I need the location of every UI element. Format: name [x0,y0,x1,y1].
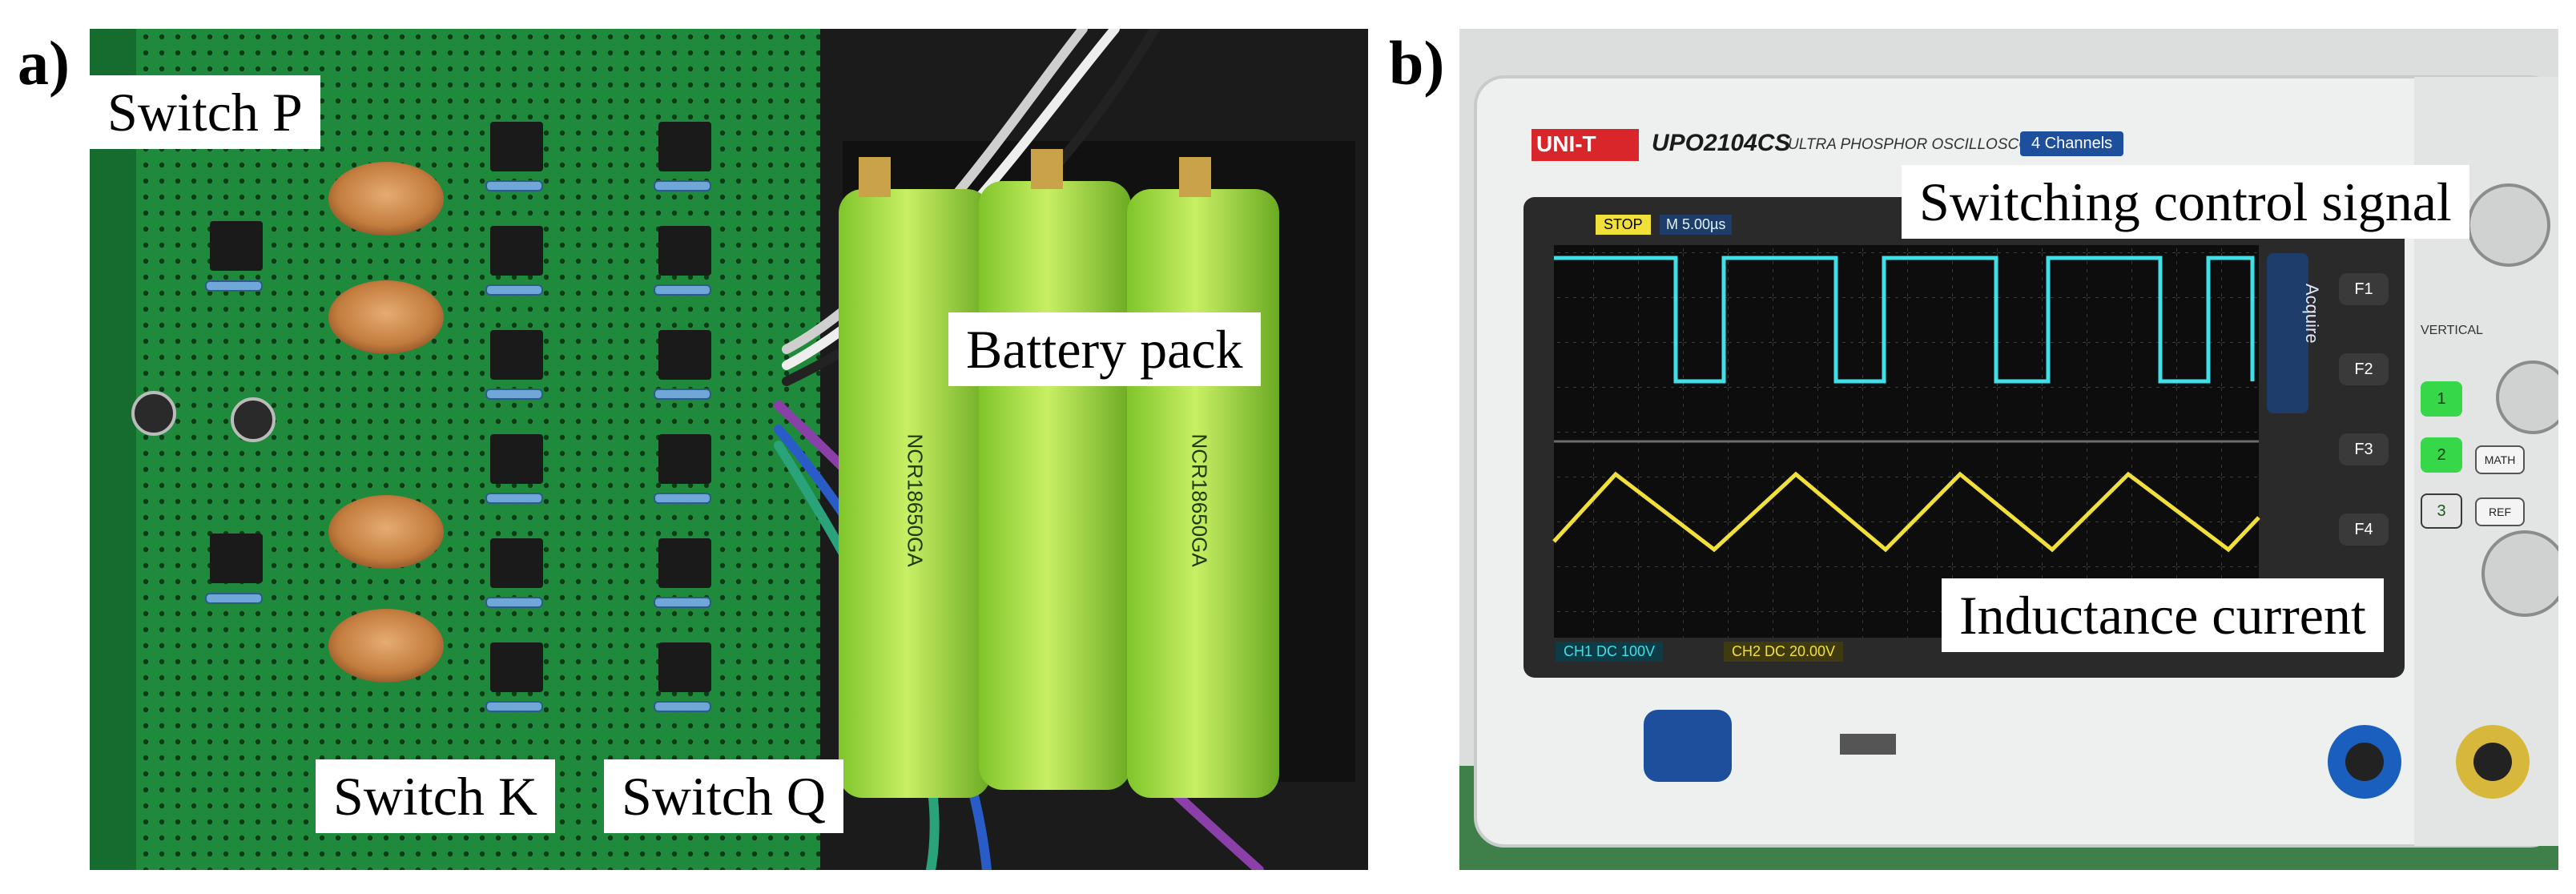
label-battery-pack: Battery pack [948,312,1261,386]
inductor-group [328,162,444,683]
label-inductance-current: Inductance current [1942,578,2384,652]
bnc-connectors [2328,725,2530,799]
f1-button[interactable]: F1 [2339,273,2389,305]
battery-print-3: NCR18650GA [1187,434,1212,567]
ch2-button[interactable]: 2 [2421,437,2462,473]
f4-button[interactable]: F4 [2339,513,2389,546]
f3-button[interactable]: F3 [2339,433,2389,465]
model-text: UPO2104CS [1652,130,1791,156]
channels-badge: 4 Channels [2020,131,2124,156]
power-button [1644,710,1732,782]
capacitor-group [131,391,276,442]
math-button[interactable]: MATH [2475,445,2525,474]
f2-button[interactable]: F2 [2339,353,2389,385]
label-switch-p: Switch P [90,75,320,149]
knobs [2467,183,2558,617]
ch3-button[interactable]: 3 [2421,493,2462,529]
label-switch-k: Switch K [316,759,555,833]
panel-a-photo: NCR18650GA NCR18650GA Switch P Battery p… [90,29,1368,870]
panel-b-photo: UNI-T UPO2104CS ULTRA PHOSPHOR OSCILLOSC… [1459,29,2558,870]
mosfet-group-p [210,122,711,692]
usb-port [1840,734,1896,755]
ch1-readout: CH1 DC 100V [1556,642,1664,662]
acquire-tab [2267,253,2308,413]
brand-text: UNI-T [1536,131,1596,156]
oscilloscope-photo [1459,29,2558,870]
vertical-label: VERTICAL [2421,324,2483,337]
model-subtitle: ULTRA PHOSPHOR OSCILLOSCOPE [1788,136,2051,153]
ch1-square-wave [1554,256,2255,384]
label-switch-q: Switch Q [604,759,843,833]
ch2-triangle-wave [1552,471,2260,553]
ch1-button[interactable]: 1 [2421,381,2462,417]
timebase-readout: M 5.00µs [1660,215,1733,235]
ch2-readout: CH2 DC 20.00V [1724,642,1844,662]
label-switching-control-signal: Switching control signal [1902,165,2469,239]
panel-b-letter: b) [1389,28,1445,98]
brand-logo [1532,129,1639,161]
battery-print-1: NCR18650GA [903,434,928,567]
circuit-board-photo [90,29,1368,870]
panel-a-letter: a) [18,28,70,98]
status-stop: STOP [1596,215,1651,235]
ref-button[interactable]: REF [2475,497,2525,526]
acquire-tab-label: Acquire [2302,284,2322,344]
resistor-group [205,180,711,712]
